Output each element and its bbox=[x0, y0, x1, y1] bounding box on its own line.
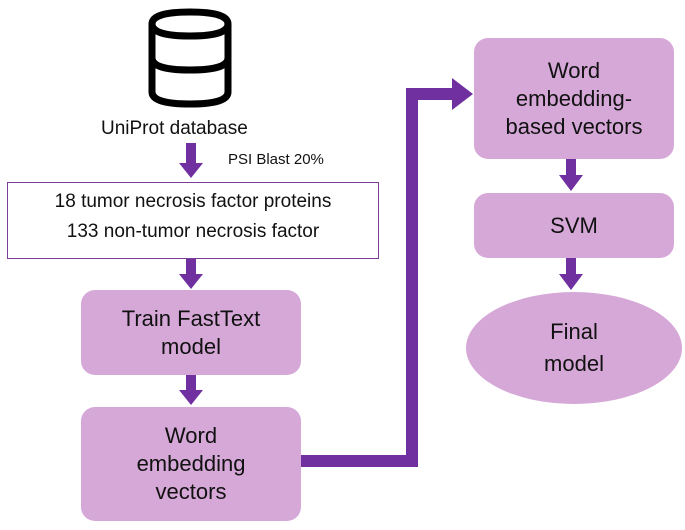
embedding-line-1: Word bbox=[547, 57, 601, 83]
filter-label: PSI Blast 20% bbox=[228, 151, 324, 168]
arrow-svm-to-final bbox=[559, 258, 583, 290]
arrow-embedding-to-svm bbox=[559, 159, 583, 191]
arrow-database-to-dataset bbox=[179, 143, 203, 178]
dataset-line-1: 18 tumor necrosis factor proteins bbox=[54, 191, 332, 212]
word-vectors-line-1: Word bbox=[164, 423, 218, 448]
final-model-ellipse: Final model bbox=[466, 292, 682, 404]
train-fasttext-box: Train FastText model bbox=[81, 290, 301, 375]
embedding-based-vectors-box: Word embedding- based vectors bbox=[474, 38, 674, 159]
final-line-2: model bbox=[544, 351, 604, 376]
word-vectors-line-2: embedding bbox=[136, 451, 246, 476]
embedding-line-3: based vectors bbox=[505, 113, 643, 139]
embedding-line-2: embedding- bbox=[515, 85, 633, 111]
database-icon bbox=[148, 8, 232, 108]
arrow-word-vectors-to-embedding bbox=[301, 78, 473, 467]
dataset-line-2: 133 non-tumor necrosis factor bbox=[66, 221, 320, 242]
database-label: UniProt database bbox=[101, 118, 248, 139]
train-line-1: Train FastText bbox=[121, 305, 261, 331]
arrow-train-to-word-vectors bbox=[179, 375, 203, 405]
dataset-box: 18 tumor necrosis factor proteins 133 no… bbox=[7, 182, 379, 259]
word-vectors-line-3: vectors bbox=[155, 479, 227, 504]
svm-label: SVM bbox=[550, 212, 598, 238]
train-line-2: model bbox=[161, 333, 221, 359]
svm-box: SVM bbox=[474, 193, 674, 258]
arrow-dataset-to-train bbox=[179, 259, 203, 289]
word-embedding-vectors-box: Word embedding vectors bbox=[81, 407, 301, 521]
final-line-1: Final bbox=[550, 319, 598, 344]
